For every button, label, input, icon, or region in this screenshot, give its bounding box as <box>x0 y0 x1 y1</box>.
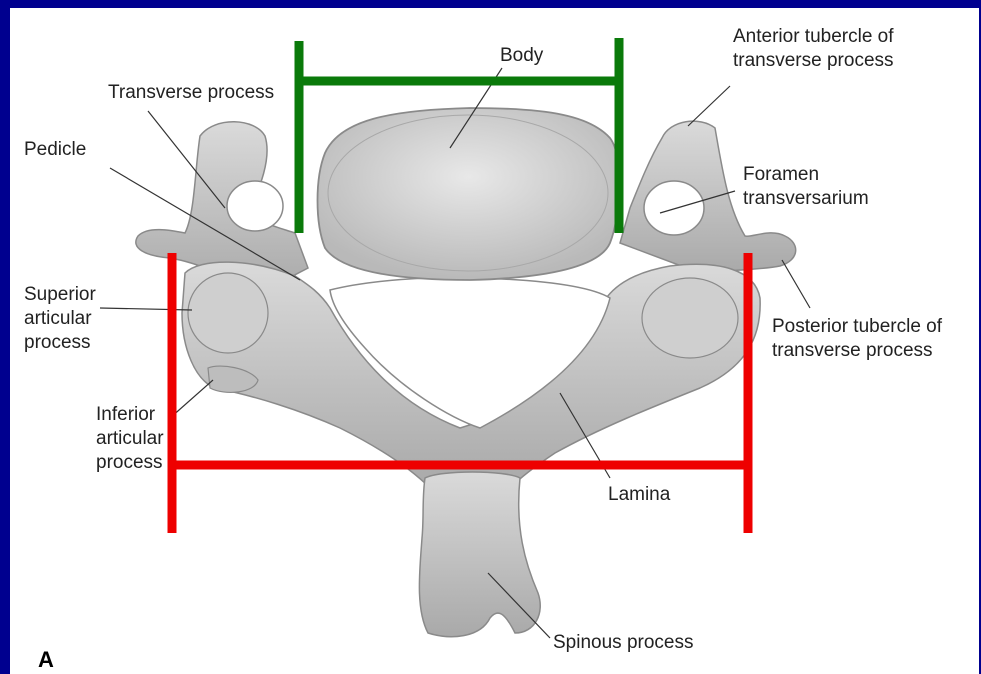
right-foramen-transversarium <box>644 181 704 235</box>
label-foramen-transversarium: Foramen transversarium <box>743 163 869 211</box>
vertebral-body <box>318 108 620 280</box>
label-pedicle: Pedicle <box>24 138 86 162</box>
leader-anterior-tubercle <box>688 86 730 126</box>
label-body: Body <box>500 44 543 68</box>
label-inferior-articular-process: Inferior articular process <box>96 403 164 475</box>
label-anterior-tubercle: Anterior tubercle of transverse process <box>733 25 894 73</box>
label-spinous-process: Spinous process <box>553 631 693 655</box>
label-superior-articular-process: Superior articular process <box>24 283 96 355</box>
right-superior-articular-facet <box>642 278 738 358</box>
leader-posterior-tubercle <box>782 260 810 308</box>
left-superior-articular-facet <box>188 273 268 353</box>
spinous-process <box>419 472 540 637</box>
label-posterior-tubercle: Posterior tubercle of transverse process <box>772 315 942 363</box>
leader-superior-articular <box>100 308 192 310</box>
label-lamina: Lamina <box>608 483 670 507</box>
panel-letter: A <box>38 648 54 672</box>
figure-frame: Body Transverse process Pedicle Superior… <box>10 8 979 674</box>
left-foramen-transversarium <box>227 181 283 231</box>
label-transverse-process: Transverse process <box>108 81 274 105</box>
